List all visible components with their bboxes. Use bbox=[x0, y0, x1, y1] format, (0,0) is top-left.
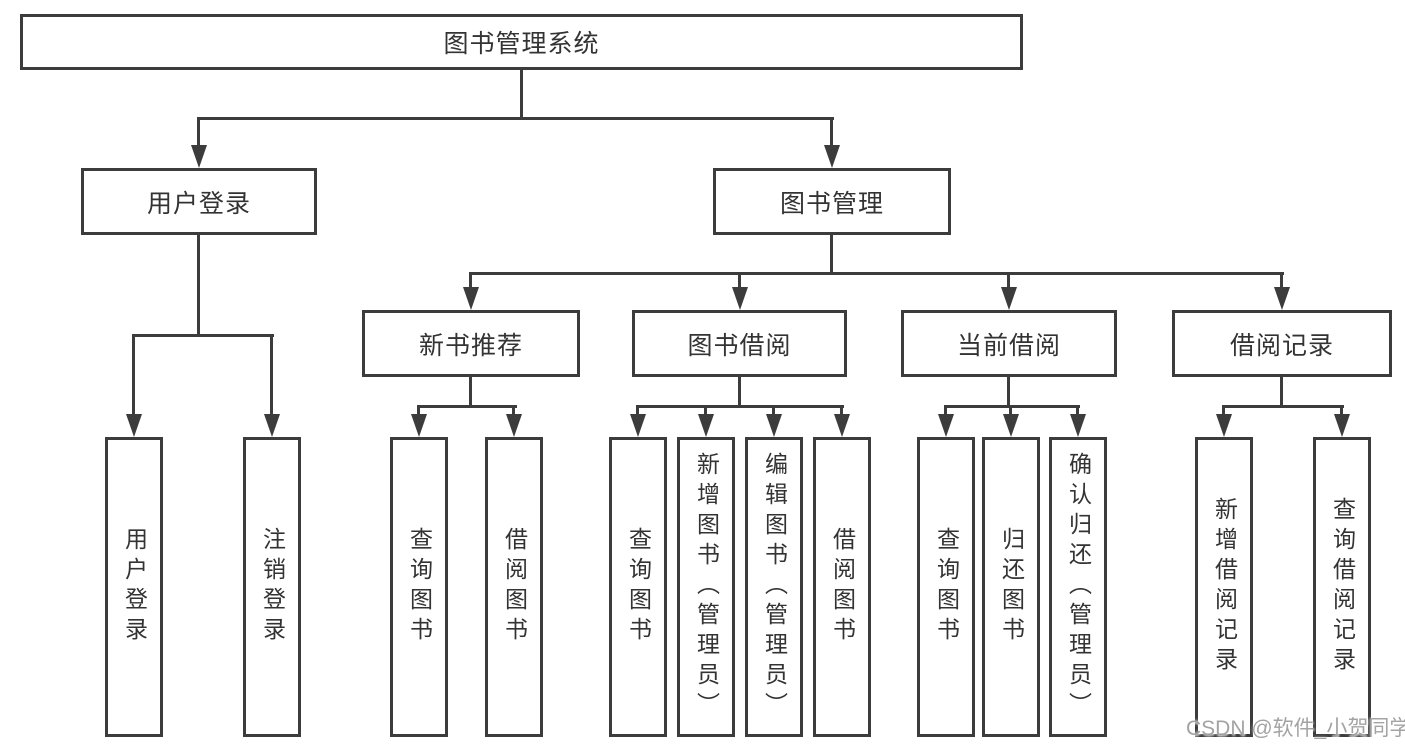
leaf-label: 查询图书 bbox=[406, 527, 433, 647]
arrow-down-icon bbox=[1070, 414, 1086, 437]
connector-line bbox=[512, 405, 515, 417]
leaf-label: 查询图书 bbox=[625, 527, 652, 647]
connector-line bbox=[830, 233, 833, 275]
leaf-label: 新增图书（管理员） bbox=[693, 452, 720, 722]
arrow-down-icon bbox=[698, 414, 714, 437]
arrow-down-icon bbox=[766, 414, 782, 437]
node-book-borrowing: 图书借阅 bbox=[632, 310, 847, 377]
arrow-down-icon bbox=[1001, 287, 1017, 310]
connector-line bbox=[197, 117, 834, 120]
connector-line bbox=[1280, 375, 1283, 408]
connector-line bbox=[197, 233, 200, 337]
arrow-down-icon bbox=[630, 414, 646, 437]
connector-line bbox=[1222, 405, 1225, 417]
leaf-logout: 注销登录 bbox=[243, 437, 301, 737]
leaf-label: 用户登录 bbox=[121, 527, 148, 647]
connector-line bbox=[1280, 272, 1283, 290]
leaf-borrowing-query: 查询图书 bbox=[609, 437, 667, 737]
connector-line bbox=[469, 272, 1284, 275]
leaf-label: 归还图书 bbox=[998, 527, 1025, 647]
connector-line bbox=[132, 334, 135, 416]
connector-line bbox=[636, 405, 844, 408]
connector-line bbox=[1007, 272, 1010, 290]
arrow-down-icon bbox=[938, 414, 954, 437]
arrow-down-icon bbox=[1003, 414, 1019, 437]
connector-line bbox=[1007, 375, 1010, 408]
node-new-books-label: 新书推荐 bbox=[418, 331, 523, 360]
connector-line bbox=[738, 272, 741, 290]
connector-line bbox=[772, 405, 775, 417]
arrow-down-icon bbox=[126, 414, 142, 437]
connector-line bbox=[1340, 405, 1343, 417]
connector-line bbox=[738, 375, 741, 408]
leaf-label: 新增借阅记录 bbox=[1211, 497, 1238, 677]
arrow-down-icon bbox=[463, 287, 479, 310]
connector-line bbox=[840, 405, 843, 417]
connector-line bbox=[944, 405, 1080, 408]
arrow-down-icon bbox=[1334, 414, 1350, 437]
leaf-borrowing-add-admin: 新增图书（管理员） bbox=[677, 437, 735, 737]
connector-line bbox=[197, 117, 200, 149]
connector-line bbox=[636, 405, 639, 417]
leaf-current-confirm-admin: 确认归还（管理员） bbox=[1049, 437, 1107, 737]
leaf-label: 查询图书 bbox=[933, 527, 960, 647]
leaf-newbooks-borrow: 借阅图书 bbox=[485, 437, 543, 737]
node-borrow-records: 借阅记录 bbox=[1172, 310, 1392, 377]
node-current-borrowing-label: 当前借阅 bbox=[956, 331, 1061, 360]
connector-line bbox=[417, 405, 517, 408]
connector-line bbox=[704, 405, 707, 417]
leaf-borrowing-borrow: 借阅图书 bbox=[813, 437, 871, 737]
connector-line bbox=[830, 117, 833, 149]
node-root: 图书管理系统 bbox=[20, 14, 1023, 70]
connector-line bbox=[1009, 405, 1012, 417]
node-root-label: 图书管理系统 bbox=[443, 30, 600, 58]
leaf-user-login: 用户登录 bbox=[105, 437, 163, 737]
connector-line bbox=[132, 334, 274, 337]
connector-line bbox=[944, 405, 947, 417]
leaf-current-return: 归还图书 bbox=[982, 437, 1040, 737]
arrow-down-icon bbox=[191, 145, 207, 168]
connector-line bbox=[520, 67, 523, 120]
arrow-down-icon bbox=[411, 414, 427, 437]
connector-line bbox=[1076, 405, 1079, 417]
node-current-borrowing: 当前借阅 bbox=[901, 310, 1117, 377]
arrow-down-icon bbox=[732, 287, 748, 310]
connector-line bbox=[469, 272, 472, 290]
connector-line bbox=[270, 334, 273, 416]
node-user-login: 用户登录 bbox=[81, 168, 317, 235]
arrow-down-icon bbox=[1216, 414, 1232, 437]
connector-line bbox=[469, 375, 472, 408]
arrow-down-icon bbox=[506, 414, 522, 437]
leaf-records-add: 新增借阅记录 bbox=[1195, 437, 1253, 737]
node-book-mgmt-label: 图书管理 bbox=[779, 189, 884, 218]
node-book-borrowing-label: 图书借阅 bbox=[687, 331, 792, 360]
node-book-mgmt: 图书管理 bbox=[713, 168, 951, 235]
leaf-label: 编辑图书（管理员） bbox=[761, 452, 788, 722]
arrow-down-icon bbox=[264, 414, 280, 437]
leaf-label: 确认归还（管理员） bbox=[1065, 452, 1092, 722]
leaf-label: 查询借阅记录 bbox=[1329, 497, 1356, 677]
leaf-label: 注销登录 bbox=[259, 527, 286, 647]
leaf-newbooks-query: 查询图书 bbox=[390, 437, 448, 737]
arrow-down-icon bbox=[1274, 287, 1290, 310]
connector-line bbox=[1222, 405, 1344, 408]
csdn-watermark: CSDN @软件_小贺同学 bbox=[1186, 717, 1405, 740]
leaf-records-query: 查询借阅记录 bbox=[1313, 437, 1371, 737]
leaf-label: 借阅图书 bbox=[829, 527, 856, 647]
node-borrow-records-label: 借阅记录 bbox=[1229, 331, 1334, 360]
arrow-down-icon bbox=[834, 414, 850, 437]
node-new-books: 新书推荐 bbox=[362, 310, 580, 377]
leaf-label: 借阅图书 bbox=[501, 527, 528, 647]
connector-line bbox=[417, 405, 420, 417]
arrow-down-icon bbox=[824, 145, 840, 168]
leaf-current-query: 查询图书 bbox=[917, 437, 975, 737]
node-user-login-label: 用户登录 bbox=[146, 189, 251, 218]
leaf-borrowing-edit-admin: 编辑图书（管理员） bbox=[745, 437, 803, 737]
